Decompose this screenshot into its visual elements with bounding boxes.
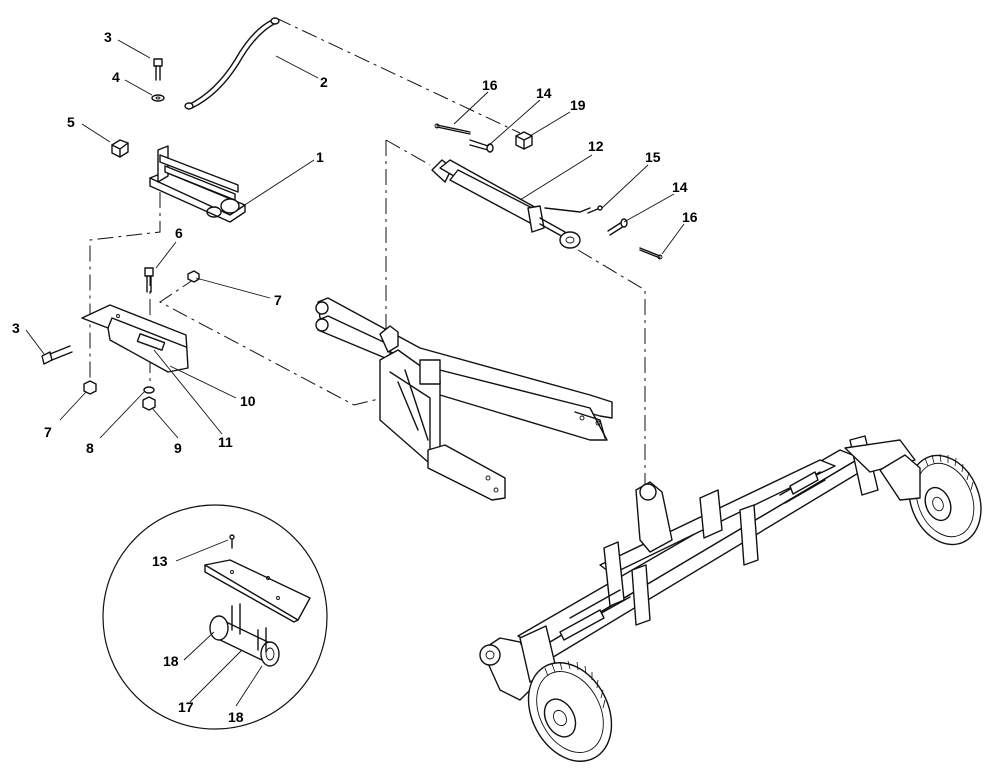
callout-labels: 3 4 5 2 1 6 7 3 10 7 8 9 11 16 14 19 12 … bbox=[12, 29, 698, 725]
callout-3-left: 3 bbox=[12, 320, 20, 336]
transport-lock-assembly bbox=[149, 145, 246, 223]
hitch-frame bbox=[315, 297, 613, 501]
callout-14-right: 14 bbox=[672, 179, 688, 195]
bolt-3-top bbox=[153, 58, 163, 81]
callout-5: 5 bbox=[67, 114, 75, 130]
callout-18-left: 18 bbox=[163, 653, 179, 669]
callout-19: 19 bbox=[570, 97, 586, 113]
callout-8: 8 bbox=[86, 440, 94, 456]
nut-7-bottom bbox=[83, 380, 97, 395]
callout-15: 15 bbox=[645, 149, 661, 165]
callout-1: 1 bbox=[316, 149, 324, 165]
block-19 bbox=[515, 131, 533, 150]
callout-7-bottom: 7 bbox=[44, 424, 52, 440]
callout-18-bottom: 18 bbox=[228, 709, 244, 725]
wheel-right bbox=[879, 453, 982, 546]
pin-15 bbox=[587, 205, 603, 214]
callout-11: 11 bbox=[218, 434, 233, 450]
nut-7-top bbox=[187, 270, 200, 283]
nut-9 bbox=[142, 396, 156, 411]
callout-17: 17 bbox=[178, 699, 194, 715]
washer-4 bbox=[151, 94, 165, 102]
mounting-plate-10 bbox=[81, 304, 189, 373]
clip-pin-16-right bbox=[639, 247, 663, 260]
washer-8 bbox=[143, 386, 155, 394]
block-5 bbox=[111, 139, 129, 158]
callout-12: 12 bbox=[588, 138, 604, 154]
leader-lines bbox=[25, 39, 685, 707]
clip-pin-16-top bbox=[434, 123, 471, 135]
callout-16-top: 16 bbox=[482, 77, 498, 93]
callout-7-top: 7 bbox=[274, 292, 282, 308]
detail-inset bbox=[102, 504, 328, 730]
axle-frame bbox=[479, 435, 916, 701]
callout-2: 2 bbox=[320, 74, 328, 90]
callout-4: 4 bbox=[112, 69, 120, 85]
wheel-left bbox=[527, 660, 613, 762]
hydraulic-cylinder-12 bbox=[431, 159, 591, 249]
hydraulic-hose bbox=[184, 17, 280, 110]
callout-3-top: 3 bbox=[104, 29, 112, 45]
bolt-6 bbox=[144, 267, 154, 293]
bolt-3-left bbox=[41, 345, 73, 365]
clevis-pin-14-top bbox=[469, 139, 494, 153]
callout-6: 6 bbox=[175, 225, 183, 241]
callout-14-top: 14 bbox=[536, 85, 552, 101]
callout-9: 9 bbox=[174, 440, 182, 456]
callout-13: 13 bbox=[152, 553, 168, 569]
assembly-lines bbox=[89, 17, 646, 485]
clevis-pin-14-right bbox=[607, 218, 628, 236]
callout-10: 10 bbox=[240, 393, 256, 409]
callout-16-right: 16 bbox=[682, 209, 698, 225]
